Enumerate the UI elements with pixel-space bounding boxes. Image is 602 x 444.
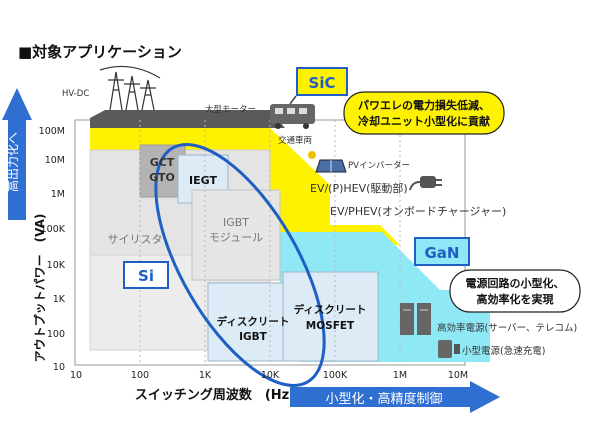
igbt-module-label-1: IGBT xyxy=(223,216,249,229)
app-large-motor: 大型モーター xyxy=(205,104,256,115)
server-rack-icon xyxy=(400,303,431,335)
discrete-igbt-label-1: ディスクリート xyxy=(217,315,290,328)
app-hvdc: HV-DC xyxy=(62,89,89,99)
gan-callout-line2: 高効率化を実現 xyxy=(477,292,554,306)
x-tick-1m: 1M xyxy=(393,370,407,381)
y-axis-ticks: 100M 10M 1M 100K 10K 1K 100 10 xyxy=(39,126,66,373)
power-arrow xyxy=(2,88,32,220)
thyristor-label: サイリスタ xyxy=(108,233,163,246)
y-tick-10k: 10K xyxy=(47,260,66,271)
y-tick-1k: 1K xyxy=(53,294,66,305)
sic-callout xyxy=(343,91,505,135)
app-small-psu: 小型電源(急速充電) xyxy=(462,345,545,357)
gct-label: GCT xyxy=(150,156,175,169)
y-tick-10m: 10M xyxy=(45,155,65,166)
sic-badge-label: SiC xyxy=(309,74,336,92)
transmission-tower-icon xyxy=(99,65,161,111)
gan-callout-line1: 電源回路の小型化、 xyxy=(466,276,565,290)
sic-badge xyxy=(296,67,348,96)
x-tick-1k: 1K xyxy=(199,370,212,381)
app-train: 交通車両 xyxy=(278,135,313,146)
solar-panel-icon xyxy=(308,151,347,173)
high-voltage-band xyxy=(90,110,285,128)
discrete-mosfet-label-1: ディスクリート xyxy=(294,303,367,316)
x-tick-100: 100 xyxy=(131,370,149,381)
app-pv-inverter: PVインバーター xyxy=(348,161,410,171)
frequency-arrow xyxy=(290,381,500,413)
iegt-label: IEGT xyxy=(189,174,217,187)
page-title: ■対象アプリケーション xyxy=(18,43,182,61)
si-badge-label: Si xyxy=(138,267,154,285)
gan-badge-label: GaN xyxy=(425,244,460,262)
x-tick-10k: 10K xyxy=(261,370,280,381)
app-ev-hev: EV/(P)HEV(駆動部) xyxy=(310,181,408,195)
power-arrow-label: 高出力化へ xyxy=(5,132,20,192)
discrete-mosfet-label-2: MOSFET xyxy=(306,320,355,332)
x-axis-ticks: 10 100 1K 10K 100K 1M 10M xyxy=(70,370,468,381)
ev-plug-icon xyxy=(409,176,442,191)
y-axis-label: アウトプットパワー (VA) xyxy=(32,214,47,363)
discrete-mosfet-block xyxy=(282,271,379,362)
y-tick-100: 100 xyxy=(47,329,65,340)
x-tick-10: 10 xyxy=(70,370,82,381)
train-icon xyxy=(270,95,315,129)
discrete-igbt-label-2: IGBT xyxy=(239,331,268,343)
si-badge xyxy=(123,261,169,289)
igbt-module-block xyxy=(191,189,281,281)
x-tick-10m: 10M xyxy=(448,370,468,381)
y-tick-100k: 100K xyxy=(41,224,66,235)
app-ev-phev-charger: EV/PHEV(オンボードチャージャー) xyxy=(330,205,506,218)
gan-callout xyxy=(449,269,581,313)
x-axis-label: スイッチング周波数 (Hz) xyxy=(135,387,295,403)
x-tick-100k: 100K xyxy=(323,370,348,381)
gan-badge xyxy=(414,237,470,266)
y-tick-10: 10 xyxy=(53,362,65,373)
frequency-arrow-label: 小型化・高精度制御 xyxy=(325,391,442,407)
phone-charger-icon xyxy=(438,340,460,358)
app-server-psu: 高効率電源(サーバー、テレコム) xyxy=(437,322,577,334)
sic-callout-line2: 冷却ユニット小型化に貢献 xyxy=(358,114,490,128)
y-tick-100m: 100M xyxy=(39,126,65,137)
gto-label: GTO xyxy=(149,171,175,184)
si-ellipse xyxy=(154,143,326,387)
y-tick-1m: 1M xyxy=(51,189,65,200)
igbt-module-label-2: モジュール xyxy=(209,231,263,244)
sic-callout-line1: パワエレの電力損失低減、 xyxy=(358,98,490,112)
